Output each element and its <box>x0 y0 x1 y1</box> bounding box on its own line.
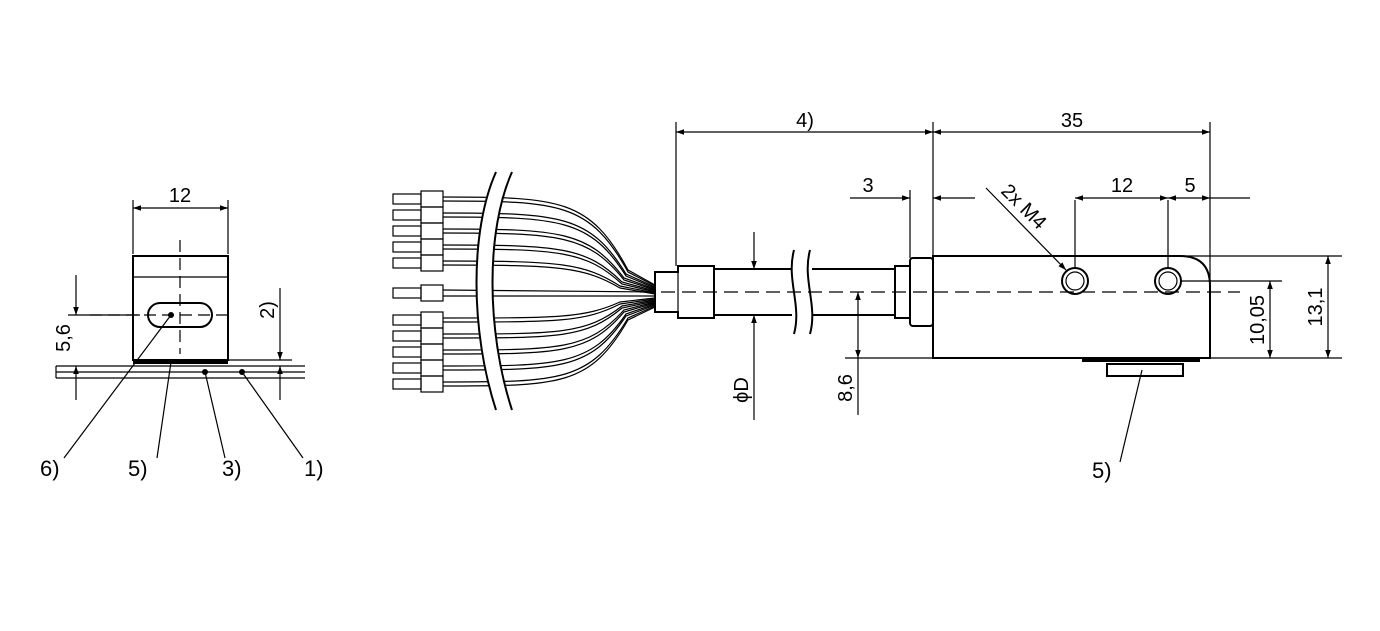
dim-front-height: 5,6 <box>53 275 140 400</box>
callout-1: 1) <box>304 456 324 481</box>
bottom-callout: 5) <box>1092 369 1143 483</box>
wire-break <box>475 171 513 411</box>
dim-front-width: 12 <box>132 185 229 254</box>
dim-diameter: ϕD <box>731 232 757 420</box>
sensor-body-front <box>90 240 229 364</box>
wire-leads <box>442 196 656 387</box>
dim-gap: 3 <box>850 175 975 258</box>
mounting-plate <box>55 365 305 379</box>
dim-hole-height-label: 10,05 <box>1247 295 1269 345</box>
callout-5-front: 5) <box>128 456 148 481</box>
dim-body-length-label: 35 <box>1061 110 1083 132</box>
front-leaders <box>63 314 304 459</box>
dim-hole-offset: 5 <box>1168 175 1250 201</box>
dim-hole-spacing-label: 12 <box>1111 175 1133 197</box>
side-view: 4) 35 3 12 5 2x M4 <box>392 110 1342 483</box>
dim-cable-height-label: 8,6 <box>835 374 857 402</box>
callout-5-side: 5) <box>1092 458 1112 483</box>
dim-body-height-label: 13,1 <box>1305 288 1327 327</box>
cable-boot <box>654 265 715 319</box>
dim-hole-offset-label: 5 <box>1184 175 1195 197</box>
dim-front-note-label: 2) <box>257 301 279 319</box>
dim-body-height: 13,1 <box>1180 255 1342 359</box>
dim-body-length: 35 <box>933 110 1211 286</box>
cable <box>714 249 895 335</box>
callout-3: 3) <box>222 456 242 481</box>
dim-gap-label: 3 <box>862 175 873 197</box>
dim-front-height-label: 5,6 <box>53 324 75 352</box>
dim-cable-length: 4) <box>675 110 934 266</box>
dim-cable-length-label: 4) <box>796 110 814 132</box>
dim-hole-height: 10,05 <box>1181 280 1282 359</box>
callout-6: 6) <box>40 456 60 481</box>
front-view: 12 5,6 2) 6) 5) 3) 1) <box>40 185 324 481</box>
dim-hole-spacing: 12 <box>1075 175 1168 201</box>
dim-diameter-label: ϕD <box>731 377 753 403</box>
dim-front-width-label: 12 <box>169 185 191 207</box>
wire-ferrules <box>392 190 444 393</box>
dim-front-note: 2) <box>228 288 292 400</box>
sensor-body-side <box>932 200 1211 377</box>
dim-cable-height: 8,6 <box>835 292 933 415</box>
